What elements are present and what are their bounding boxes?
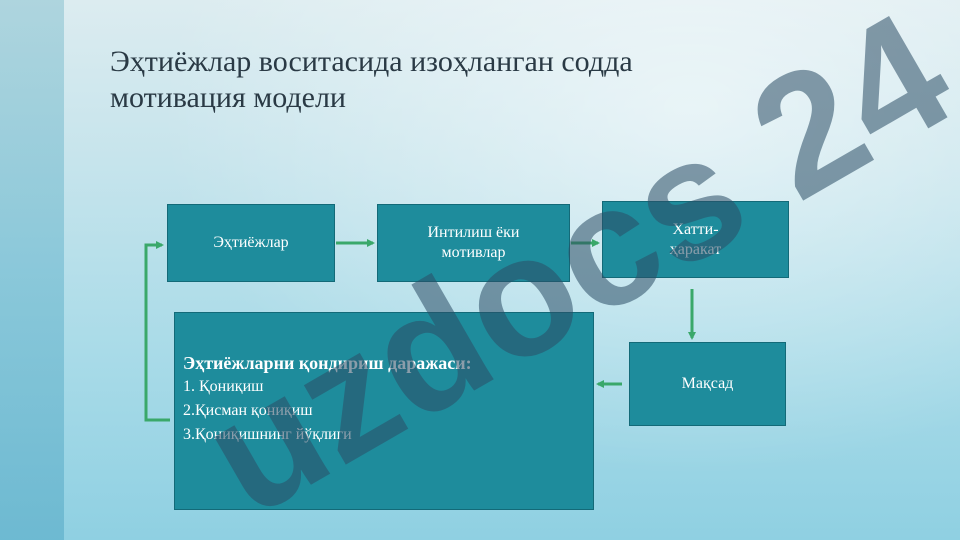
needs-box: Эҳтиёжлар	[167, 204, 335, 282]
motives-label-line2: мотивлар	[441, 244, 506, 261]
arrow-satisfaction-to-needs	[144, 241, 170, 422]
motives-box: Интилиш ёки мотивлар	[377, 204, 570, 282]
action-label-line1: Хатти-	[672, 221, 719, 238]
satisfaction-box: Эҳтиёжларни қондириш даражаси: 1. Қониқи…	[174, 312, 594, 510]
left-decor-band	[0, 0, 64, 540]
satisfaction-item-2: 2.Қисман қониқиш	[183, 402, 313, 419]
goal-label: Мақсад	[681, 375, 734, 392]
goal-box: Мақсад	[629, 342, 786, 426]
satisfaction-item-3: 3.Қониқишнинг йўқлиги	[183, 426, 352, 443]
needs-label: Эҳтиёжлар	[213, 234, 289, 251]
satisfaction-heading: Эҳтиёжларни қондириш даражаси:	[183, 353, 472, 373]
action-box: Хатти- ҳаракат	[602, 201, 789, 278]
slide-title: Эҳтиёжлар воситасида изоҳланган содда мо…	[110, 45, 633, 114]
motives-label-line1: Интилиш ёки	[427, 224, 520, 241]
action-label-line2: ҳаракат	[669, 241, 722, 258]
satisfaction-item-1: 1. Қониқиш	[183, 378, 264, 395]
